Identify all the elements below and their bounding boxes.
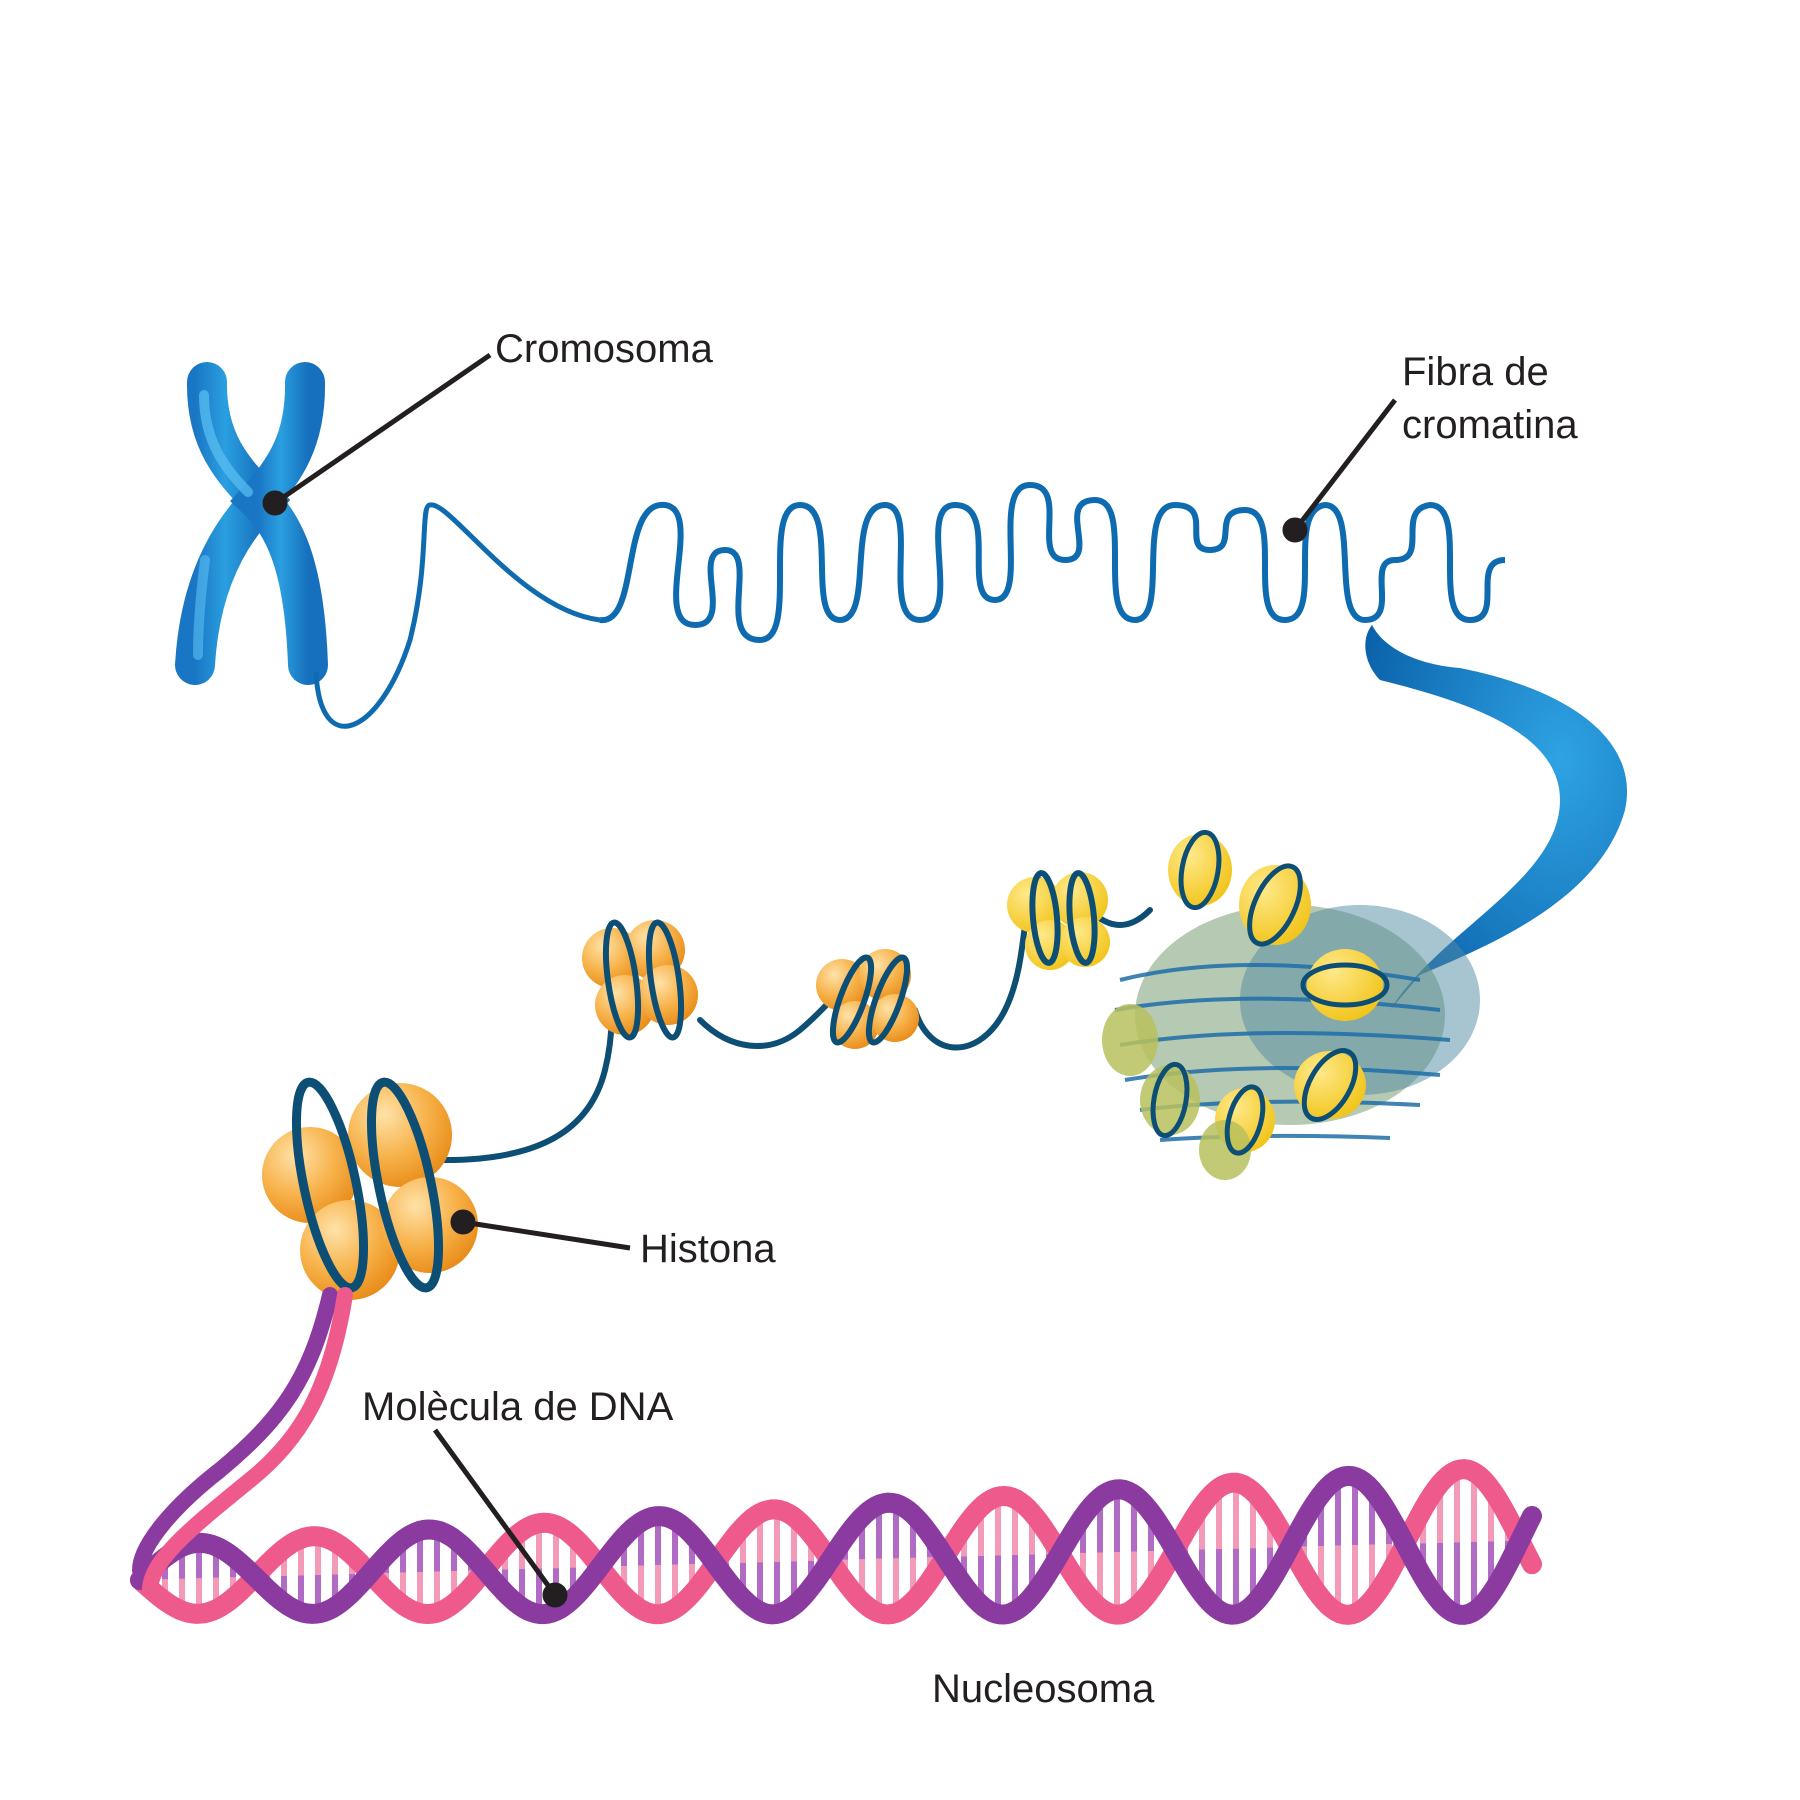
dna-helix-icon xyxy=(130,1287,1542,1625)
label-chromosome: Cromosoma xyxy=(495,327,714,371)
nucleosome-icon xyxy=(816,949,919,1049)
nucleosome-icon xyxy=(582,919,698,1041)
label-chromatin-line1: Fibra de xyxy=(1402,350,1549,394)
leader-chromatin xyxy=(1293,398,1397,532)
histone-icon xyxy=(262,1077,478,1300)
leader-chromosome xyxy=(273,352,492,506)
chromosome-icon xyxy=(175,362,328,685)
label-histone: Histona xyxy=(640,1227,776,1271)
leader-dna xyxy=(432,1428,558,1597)
chromatin-solenoid-icon xyxy=(1365,625,1628,1010)
leader-lines xyxy=(262,352,1397,1608)
leader-histone xyxy=(462,1219,631,1251)
label-chromatin-line2: cromatina xyxy=(1402,403,1578,447)
solenoid-nucleosome-cluster xyxy=(1102,829,1480,1180)
label-nucleosome: Nucleosoma xyxy=(932,1667,1155,1711)
chromatin-fiber-icon xyxy=(599,482,1506,643)
nucleosome-icon xyxy=(1007,870,1110,970)
linker-dna xyxy=(442,877,1153,1163)
label-dna-molecule: Molècula de DNA xyxy=(362,1385,674,1429)
chromatin-thread xyxy=(313,502,601,729)
